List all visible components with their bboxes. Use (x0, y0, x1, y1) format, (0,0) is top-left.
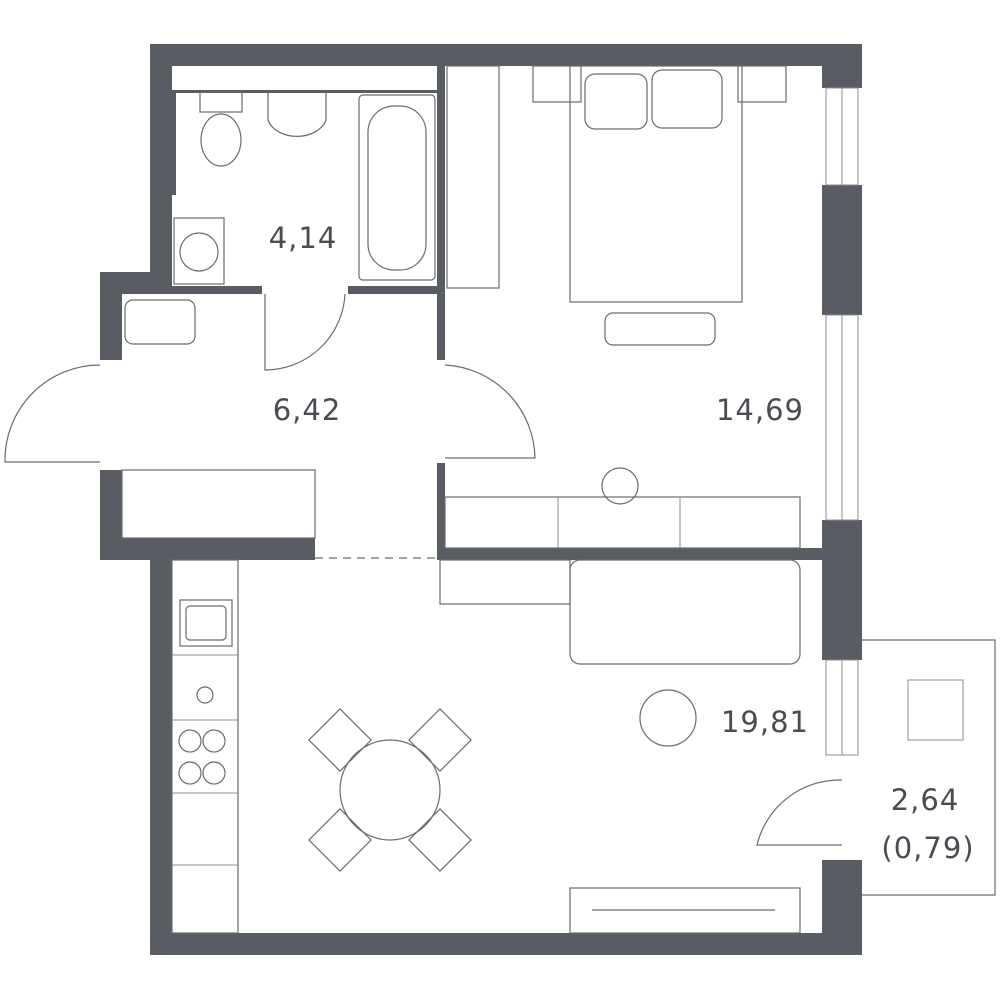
hallway-area-label: 6,42 (272, 393, 342, 427)
bathroom-area-label: 4,14 (268, 221, 338, 255)
walls (100, 44, 862, 955)
kitchen (171, 559, 239, 934)
balcony-area-label: 2,64 (890, 783, 960, 817)
living-furniture (308, 559, 801, 934)
balcony-reduced-area-label: (0,79) (881, 831, 975, 865)
windows (825, 87, 859, 756)
doors (4, 293, 536, 559)
living-kitchen-area-label: 19,81 (720, 705, 810, 739)
bathroom-fixtures (173, 91, 436, 285)
wardrobes (121, 65, 500, 539)
bedroom-area-label: 14,69 (715, 393, 805, 427)
balcony-outline (756, 639, 996, 896)
bedroom-furniture (444, 65, 801, 549)
